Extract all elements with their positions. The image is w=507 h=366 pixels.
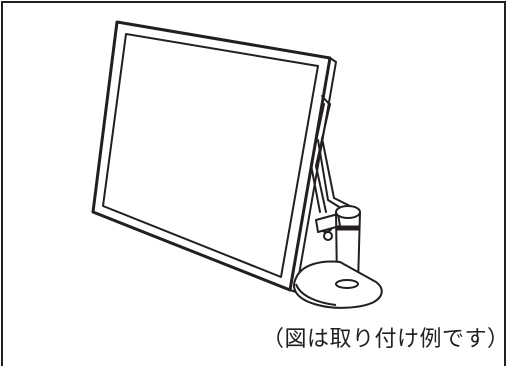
monitor-side-edge	[289, 57, 337, 293]
stand-base	[293, 260, 383, 309]
figure-caption: （図は取り付け例です）	[262, 327, 507, 352]
monitor-display	[91, 20, 337, 293]
mounting-arm	[310, 95, 351, 241]
monitor-screen	[102, 33, 319, 278]
